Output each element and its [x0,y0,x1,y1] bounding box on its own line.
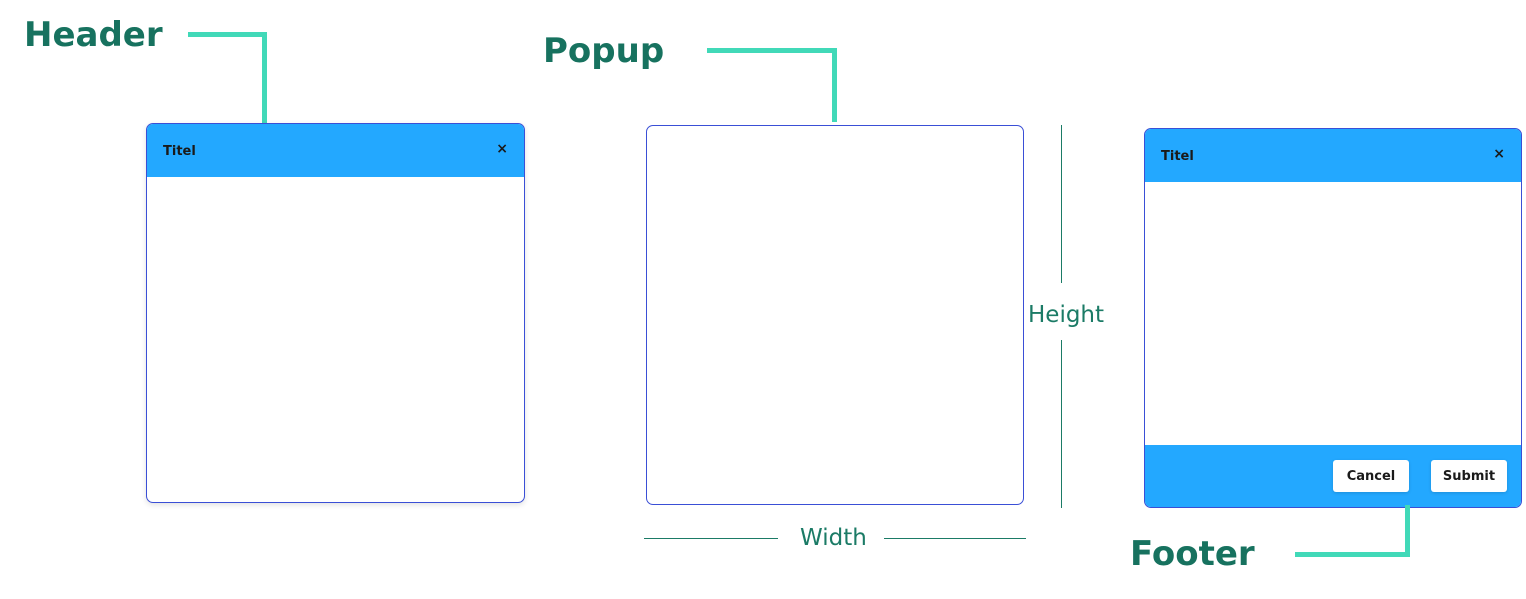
popup-with-header: Titel × [146,123,525,503]
popup-footer: Cancel Submit [1145,445,1521,507]
footer-callout-line-h [1295,552,1410,557]
popup-header: Titel × [1145,129,1521,182]
popup-header: Titel × [147,124,524,177]
close-icon[interactable]: × [1493,146,1505,162]
submit-button[interactable]: Submit [1431,460,1507,492]
height-dimension-line-top [1061,125,1062,283]
close-icon[interactable]: × [496,141,508,157]
popup-callout-label: Popup [543,31,665,71]
header-callout-label: Header [24,15,163,55]
width-dimension-line-left [644,538,778,539]
popup-with-header-footer: Titel × Cancel Submit [1144,128,1522,508]
height-dimension-label: Height [1028,302,1105,328]
popup-callout-line-v [832,48,837,122]
height-dimension-line-bottom [1061,340,1062,508]
footer-callout-label: Footer [1130,534,1255,574]
footer-callout-line-v [1405,505,1410,557]
header-callout-line-h [188,32,267,37]
popup-title: Titel [1161,149,1194,164]
popup-callout-line-h [707,48,837,53]
width-dimension-label: Width [800,525,867,551]
width-dimension-line-right [884,538,1026,539]
popup-title: Titel [163,144,196,159]
popup-plain [646,125,1024,505]
header-callout-line-v [262,32,267,145]
cancel-button[interactable]: Cancel [1333,460,1409,492]
